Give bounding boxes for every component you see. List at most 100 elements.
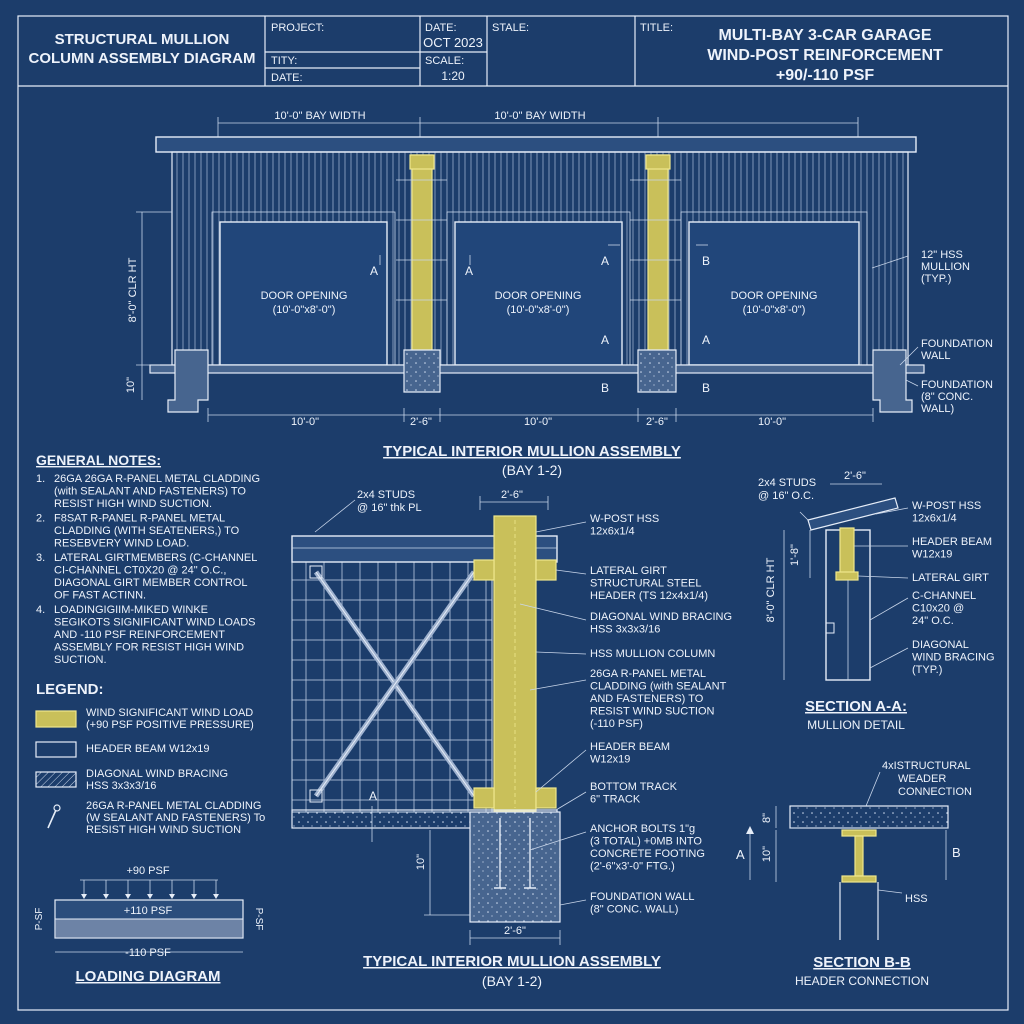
elev-callout-f2-3: WALL): [921, 403, 954, 415]
detail-callout-text: HSS MULLION COLUMN: [590, 648, 715, 660]
saa-caption-2: MULLION DETAIL: [807, 718, 905, 732]
note-line: SUCTION.: [54, 654, 107, 666]
detail-studs-1: 2x4 STUDS: [357, 489, 415, 501]
detail-callout-text: HEADER BEAM: [590, 741, 670, 753]
saa-callout-text: DIAGONAL: [912, 639, 969, 651]
detail-caption-2: (BAY 1-2): [482, 973, 542, 989]
load-mid: +110 PSF: [124, 905, 173, 917]
door-label-3: DOOR OPENING: [731, 290, 818, 302]
detail-callout-text: CONCRETE FOOTING: [590, 848, 705, 860]
door-size-2: (10'-0"x8'-0"): [507, 304, 570, 316]
legend-heading: LEGEND:: [36, 681, 104, 698]
section-aa: 2x4 STUDS @ 16" O.C. 2'-6" 1'-8" 8'-0" C…: [758, 470, 995, 732]
bay-width-1: 10'-0" BAY WIDTH: [274, 110, 365, 122]
loading-diagram: +90 PSF +110 PSF P-SF P-SF -110 PSF LOAD…: [34, 865, 264, 985]
legend-fastener-icon: [47, 804, 61, 829]
elev-dim-5: 10'-0": [758, 416, 786, 428]
elev-callout-f2-1: FOUNDATION: [921, 379, 993, 391]
sbb-label-b: B: [952, 845, 961, 860]
detail-callout-text: W12x19: [590, 754, 630, 766]
note-number: 2.: [36, 513, 45, 525]
note-line: CLADDING (WITH SEATENERS,) TO: [54, 525, 240, 537]
saa-caption-1: SECTION A-A:: [805, 698, 907, 715]
saa-dim-small: 1'-8": [789, 544, 801, 566]
sbb-dim-10: 10": [761, 846, 773, 862]
garage-elevation: 10'-0" BAY WIDTH 10'-0" BAY WIDTH DOOR O…: [125, 110, 993, 478]
saa-studs-1: 2x4 STUDS: [758, 477, 816, 489]
tity-label: TITY:: [271, 55, 297, 67]
notes-heading: GENERAL NOTES:: [36, 452, 161, 468]
legend-swatch-header: [35, 741, 77, 758]
elev-callout-hss-3: (TYP.): [921, 273, 951, 285]
sbb-callout-3: CONNECTION: [898, 786, 972, 798]
load-top: +90 PSF: [126, 865, 169, 877]
detail-callout-text: LATERAL GIRT: [590, 565, 667, 577]
legend-text: 26GA R-PANEL METAL CLADDING: [86, 800, 261, 812]
elev-sec-a-5: A: [702, 333, 710, 347]
saa-studs-2: @ 16" O.C.: [758, 490, 814, 502]
elev-callout-hss-1: 12" HSS: [921, 249, 963, 261]
saa-callout-text: WIND BRACING: [912, 652, 995, 664]
note-line: 26GA 26GA R-PANEL METAL CLADDING: [54, 473, 260, 485]
note-line: (with SEALANT AND FASTENERS) TO: [54, 486, 246, 498]
saa-callout-text: (TYP.): [912, 664, 942, 676]
load-left-label: P-SF: [34, 908, 45, 931]
elev-caption-2: (BAY 1-2): [502, 462, 562, 478]
elev-callout-fw-1: FOUNDATION: [921, 338, 993, 350]
note-number: 1.: [36, 473, 45, 485]
note-line: LATERAL GIRTMEMBERS (C-CHANNEL: [54, 552, 257, 564]
elev-sec-b-3: B: [702, 381, 710, 395]
legend-text: HEADER BEAM W12x19: [86, 743, 209, 755]
note-line: AND -110 PSF REINFORCEMENT: [54, 629, 225, 641]
detail-callout-text: 6" TRACK: [590, 794, 641, 806]
sbb-caption-1: SECTION B-B: [813, 954, 911, 971]
elev-sec-b-2: B: [601, 381, 609, 395]
note-line: LOADINGIGIIM-MIKED WINKE: [54, 604, 208, 616]
detail-callout-text: (2'-6"x3'-0" FTG.): [590, 861, 675, 873]
door-opening-2: [454, 221, 623, 366]
scale-value: 1:20: [441, 69, 465, 83]
legend: LEGEND: WIND SIGNIFICANT WIND LOAD(+90 P…: [35, 681, 265, 836]
elev-dim-1: 10'-0": [291, 416, 319, 428]
note-line: DIAGONAL GIRT MEMBER CONTROL: [54, 577, 248, 589]
title-block: STRUCTURAL MULLION COLUMN ASSEMBLY DIAGR…: [29, 16, 943, 86]
detail-bottom-dim: 2'-6": [504, 925, 526, 937]
legend-text: (W SEALANT AND FASTENERS) To: [86, 812, 265, 824]
saa-callout-text: 12x6x1/4: [912, 513, 957, 525]
mullion-detail: 2'-6" 2'-6" 10" A 2x4 STUDS @ 16" thk PL…: [291, 489, 732, 989]
sbb-callout-2: WEADER: [898, 773, 946, 785]
note-number: 4.: [36, 604, 45, 616]
load-right-label: P-SF: [253, 908, 264, 931]
saa-callout-text: W12x19: [912, 549, 952, 561]
legend-text: RESIST HIGH WIND SUCTION: [86, 824, 241, 836]
elev-sec-b-1: B: [702, 254, 710, 268]
legend-swatch-wind: [35, 710, 77, 728]
door-label-1: DOOR OPENING: [261, 290, 348, 302]
date-label: DATE:: [425, 22, 457, 34]
general-notes: GENERAL NOTES: 1. 26GA 26GA R-PANEL METAL…: [36, 452, 260, 666]
elev-dim-2: 2'-6": [410, 416, 432, 428]
door-size-1: (10'-0"x8'-0"): [273, 304, 336, 316]
legend-text: HSS 3x3x3/16: [86, 780, 156, 792]
elev-sec-a-4: A: [601, 333, 609, 347]
detail-height-dim: 10": [415, 854, 427, 870]
sbb-i-beam: [841, 829, 877, 837]
detail-sec-a: A: [369, 789, 377, 803]
sbb-callout-1: 4xISTRUCTURAL: [882, 760, 971, 772]
main-title-line3: +90/-110 PSF: [776, 67, 875, 84]
elev-sec-a-3: A: [601, 254, 609, 268]
detail-callout-text: ANCHOR BOLTS 1"g: [590, 823, 695, 835]
section-bb: 4xISTRUCTURAL WEADER CONNECTION 8" 10" A…: [736, 760, 972, 988]
elev-sec-a-1: A: [370, 264, 378, 278]
project-label: PROJECT:: [271, 22, 324, 34]
elev-callout-f2-2: (8" CONC.: [921, 391, 973, 403]
note-line: ASSEMBLY FOR RESIST HIGH WIND: [54, 642, 244, 654]
note-line: RESEBVERY WIND LOAD.: [54, 538, 189, 550]
elev-dim-4: 2'-6": [646, 416, 668, 428]
note-line: SEGIKOTS SIGNIFICANT WIND LOADS: [54, 617, 256, 629]
sbb-hss: HSS: [905, 893, 928, 905]
load-bottom: -110 PSF: [125, 947, 171, 959]
detail-callout-text: RESIST WIND SUCTION: [590, 706, 715, 718]
elev-caption-1: TYPICAL INTERIOR MULLION ASSEMBLY: [383, 443, 681, 460]
